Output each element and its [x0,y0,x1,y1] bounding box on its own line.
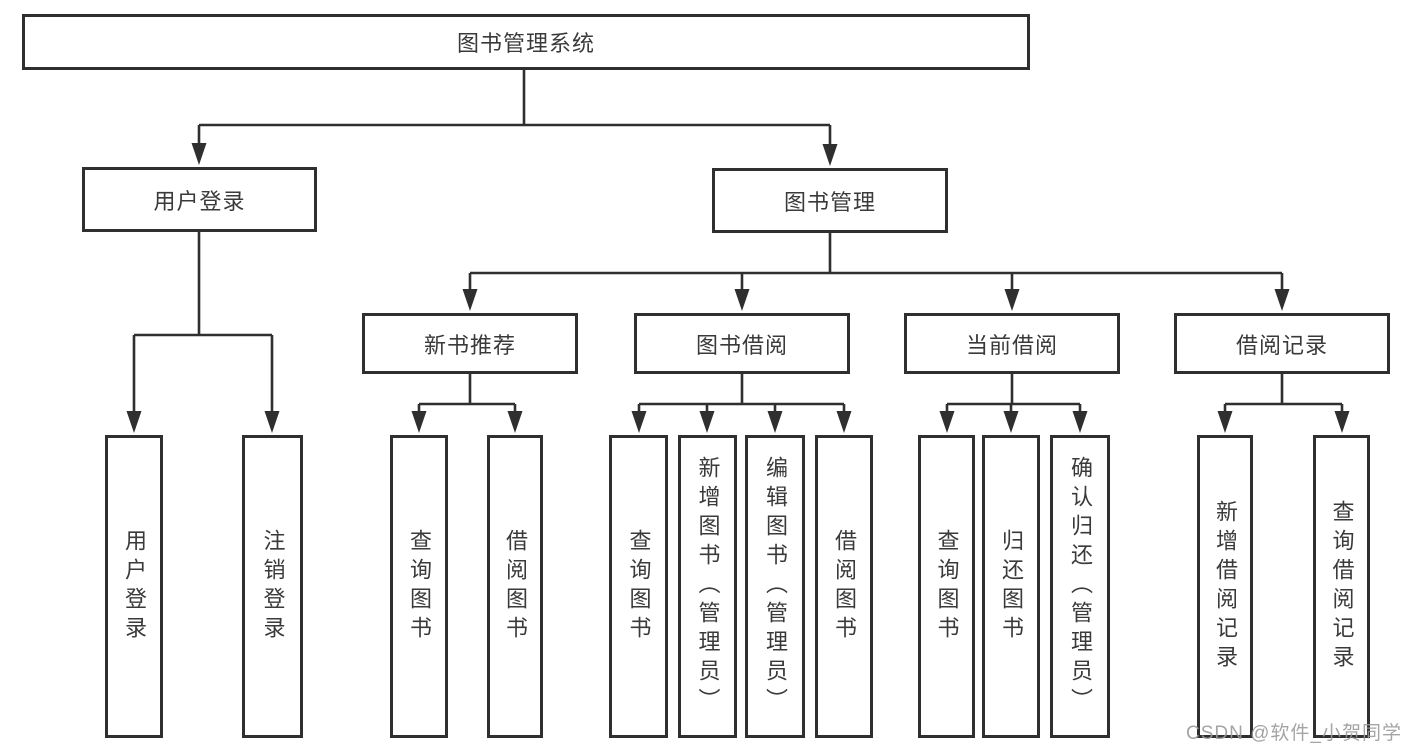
node-new-book-recommendation: 新书推荐 [362,313,578,374]
leaf-logout: 注销登录 [242,435,303,738]
leaf-add-book-admin: 新增图书（管理员） [678,435,737,738]
leaf-user-login: 用户登录 [105,435,163,738]
leaf-borrow-books-borrowing-label: 借阅图书 [832,528,857,645]
leaf-query-books-recommend-label: 查询图书 [407,528,432,645]
leaf-add-book-admin-label: 新增图书（管理员） [695,456,721,717]
leaf-borrow-books-recommend-label: 借阅图书 [503,528,528,645]
leaf-borrow-books-recommend: 借阅图书 [487,435,543,738]
node-book-borrowing: 图书借阅 [634,313,850,374]
leaf-add-borrow-record: 新增借阅记录 [1197,435,1253,738]
leaf-confirm-return-admin-label: 确认归还（管理员） [1068,456,1093,717]
leaf-query-borrow-record: 查询借阅记录 [1313,435,1370,738]
leaf-query-borrow-record-label: 查询借阅记录 [1329,499,1355,674]
node-current-borrowing: 当前借阅 [904,313,1120,374]
csdn-watermark: CSDN @软件_小贺同学 [1186,723,1402,744]
node-borrowing-records: 借阅记录 [1174,313,1390,374]
leaf-query-books-recommend: 查询图书 [390,435,448,738]
leaf-query-books-current-label: 查询图书 [934,528,960,645]
node-book-management: 图书管理 [712,168,948,233]
leaf-query-books-borrowing: 查询图书 [609,435,668,738]
leaf-user-login-label: 用户登录 [122,528,147,645]
leaf-confirm-return-admin: 确认归还（管理员） [1050,435,1110,738]
leaf-query-books-borrowing-label: 查询图书 [626,528,652,645]
leaf-return-books: 归还图书 [982,435,1040,738]
leaf-edit-book-admin: 编辑图书（管理员） [745,435,805,738]
leaf-return-books-label: 归还图书 [999,528,1024,645]
node-library-management-system: 图书管理系统 [22,14,1030,70]
leaf-logout-label: 注销登录 [260,528,286,645]
leaf-borrow-books-borrowing: 借阅图书 [815,435,873,738]
leaf-add-borrow-record-label: 新增借阅记录 [1213,499,1238,674]
leaf-query-books-current: 查询图书 [918,435,975,738]
node-user-login: 用户登录 [82,167,317,232]
leaf-edit-book-admin-label: 编辑图书（管理员） [763,456,788,717]
